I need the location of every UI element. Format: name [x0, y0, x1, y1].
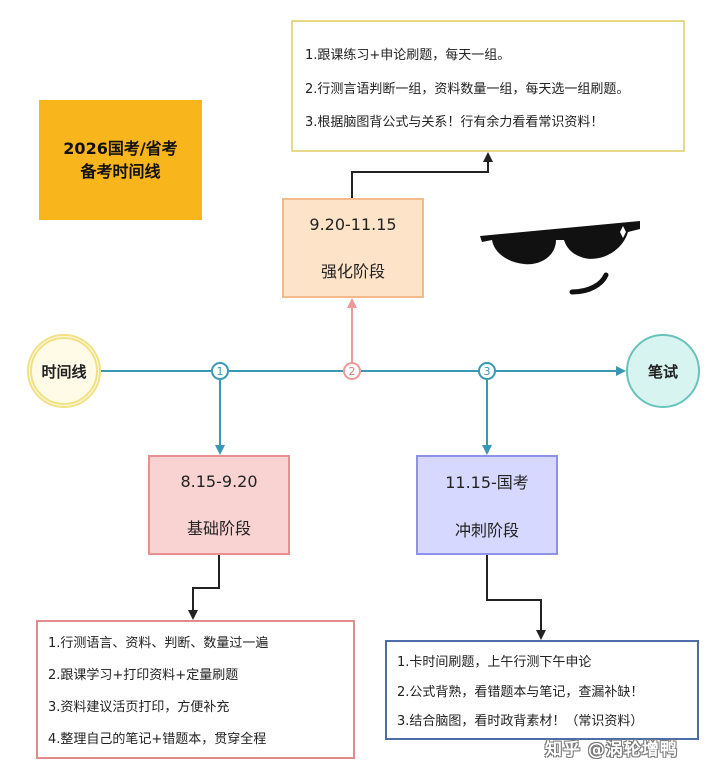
stage-3-notes: 1.卡时间刷题，上午行测下午申论 2.公式背熟，看错题本与笔记，查漏补缺！ 3.… [385, 640, 699, 740]
stage-3-dates: 11.15-国考 [445, 473, 529, 492]
sunglasses-icon [480, 221, 640, 265]
stage-2-dates: 9.20-11.15 [309, 214, 397, 234]
note-item: 4.整理自己的笔记+错题本，贯穿全程 [48, 732, 267, 747]
stage-1-name: 基础阶段 [186, 518, 251, 538]
note-item: 2.公式背熟，看错题本与笔记，查漏补缺！ [397, 684, 644, 700]
stage-1-dates: 8.15-9.20 [180, 471, 258, 491]
title-line-1: 2026国考/省考 [63, 139, 178, 158]
timeline-end-circle: 笔试 [626, 334, 700, 408]
watermark: 知乎 @涡轮增鸭 [545, 740, 678, 760]
stage-2-name: 强化阶段 [320, 261, 385, 281]
note-item: 2.跟课学习+打印资料+定量刷题 [48, 668, 239, 683]
stage-3-name: 冲刺阶段 [454, 521, 519, 540]
stage-box-intensive: 9.20-11.15 强化阶段 [282, 198, 424, 298]
note-item: 2.行测言语判断一组，资料数量一组，每天选一组刷题。 [305, 81, 630, 97]
timeline-end-label: 笔试 [647, 362, 678, 381]
note-item: 1.行测语言、资料、判断、数量过一遍 [48, 636, 269, 651]
arrow-stage2-notes [351, 152, 493, 198]
timeline-start-label: 时间线 [41, 362, 87, 381]
timeline-node-1: 1 [211, 362, 229, 380]
smile-icon [569, 272, 609, 295]
note-item: 3.资料建议活页打印，方便补充 [48, 700, 230, 715]
title-line-2: 备考时间线 [80, 162, 161, 181]
stage-1-notes: 1.行测语言、资料、判断、数量过一遍 2.跟课学习+打印资料+定量刷题 3.资料… [36, 620, 355, 759]
title-card: 2026国考/省考 备考时间线 [39, 100, 202, 220]
timeline-start-circle: 时间线 [27, 334, 101, 408]
note-item: 3.根据脑图背公式与关系！行有余力看看常识资料！ [305, 115, 604, 130]
note-item: 1.跟课练习+申论刷题，每天一组。 [305, 48, 511, 63]
arrow-stage1-notes [188, 555, 220, 620]
note-item: 1.卡时间刷题，上午行测下午申论 [397, 655, 592, 670]
timeline-node-2: 2 [343, 362, 361, 380]
stage-2-notes: 1.跟课练习+申论刷题，每天一组。 2.行测言语判断一组，资料数量一组，每天选一… [291, 20, 685, 152]
note-item: 3.结合脑图，看时政背素材！（常识资料） [397, 714, 644, 729]
stage-box-sprint: 11.15-国考 冲刺阶段 [416, 455, 558, 555]
stage-box-basic: 8.15-9.20 基础阶段 [148, 455, 290, 555]
arrow-stage3-notes [486, 555, 546, 640]
timeline-node-3: 3 [478, 362, 496, 380]
